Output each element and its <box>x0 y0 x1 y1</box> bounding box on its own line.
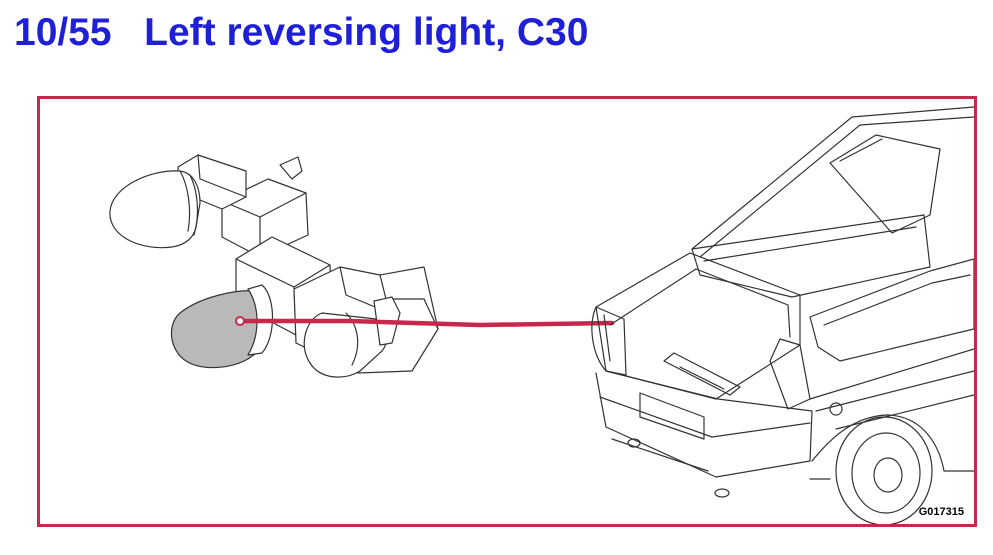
rear-wiper <box>663 352 741 396</box>
upper-bulb <box>109 170 201 249</box>
right-taillight <box>769 338 811 410</box>
tailgate <box>595 252 801 400</box>
illustration-svg <box>109 106 974 524</box>
page-title: 10/55 Left reversing light, C30 <box>14 8 588 58</box>
figure-number: 10/55 <box>14 11 112 54</box>
figure-title: Left reversing light, C30 <box>144 11 589 54</box>
pointer-start-dot <box>235 316 245 326</box>
side-window <box>809 258 974 362</box>
car-rear-view <box>591 106 974 524</box>
holder-clip <box>279 156 303 180</box>
fuel-cap <box>829 402 843 416</box>
bulb-holder-assembly <box>109 154 439 378</box>
license-plate-area <box>639 392 705 440</box>
left-taillight <box>591 306 627 376</box>
sunroof <box>829 134 941 234</box>
image-code: G017315 <box>918 506 964 518</box>
illustration-frame: G017315 <box>37 96 977 527</box>
pointer-line <box>237 318 615 328</box>
